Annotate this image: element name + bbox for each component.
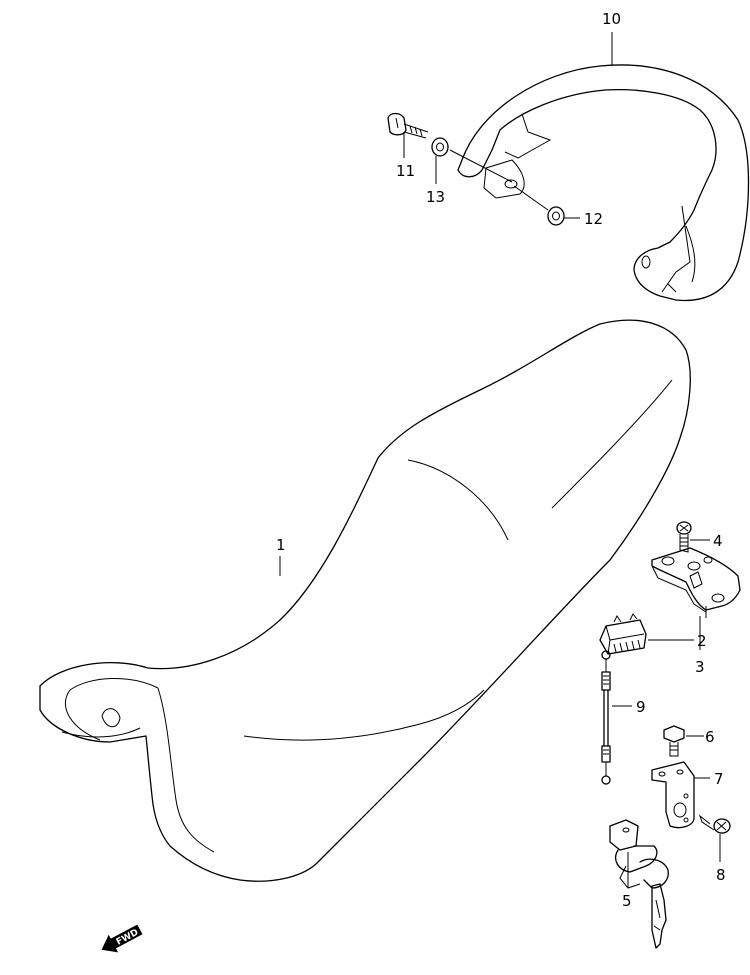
callout-9: 9 [636, 698, 646, 716]
bolt-11 [387, 112, 429, 139]
callout-leaders [279, 32, 721, 888]
callout-2: 2 [697, 632, 707, 650]
screw-4 [676, 521, 692, 553]
grab-handle [457, 64, 750, 302]
callout-11: 11 [396, 162, 415, 180]
callout-6: 6 [705, 728, 715, 746]
fwd-arrow-icon: FWD [101, 924, 143, 953]
callout-1: 1 [276, 536, 286, 554]
seat [39, 319, 691, 882]
bolt-6 [663, 725, 685, 757]
callout-10: 10 [602, 10, 621, 28]
screw-8 [698, 814, 731, 834]
callout-13: 13 [426, 188, 445, 206]
callout-8: 8 [716, 866, 726, 884]
washer-13 [431, 137, 513, 183]
rubber-cushion [599, 613, 647, 655]
callout-7: 7 [714, 770, 724, 788]
seat-lock-bracket [651, 547, 741, 618]
seat-lock [609, 819, 669, 949]
washer-12 [513, 185, 565, 226]
callout-4: 4 [713, 532, 723, 550]
bracket-plate [651, 761, 695, 829]
callout-5: 5 [622, 892, 632, 910]
seat-lock-cable [601, 650, 611, 785]
callout-3: 3 [695, 658, 705, 676]
callout-12: 12 [584, 210, 603, 228]
